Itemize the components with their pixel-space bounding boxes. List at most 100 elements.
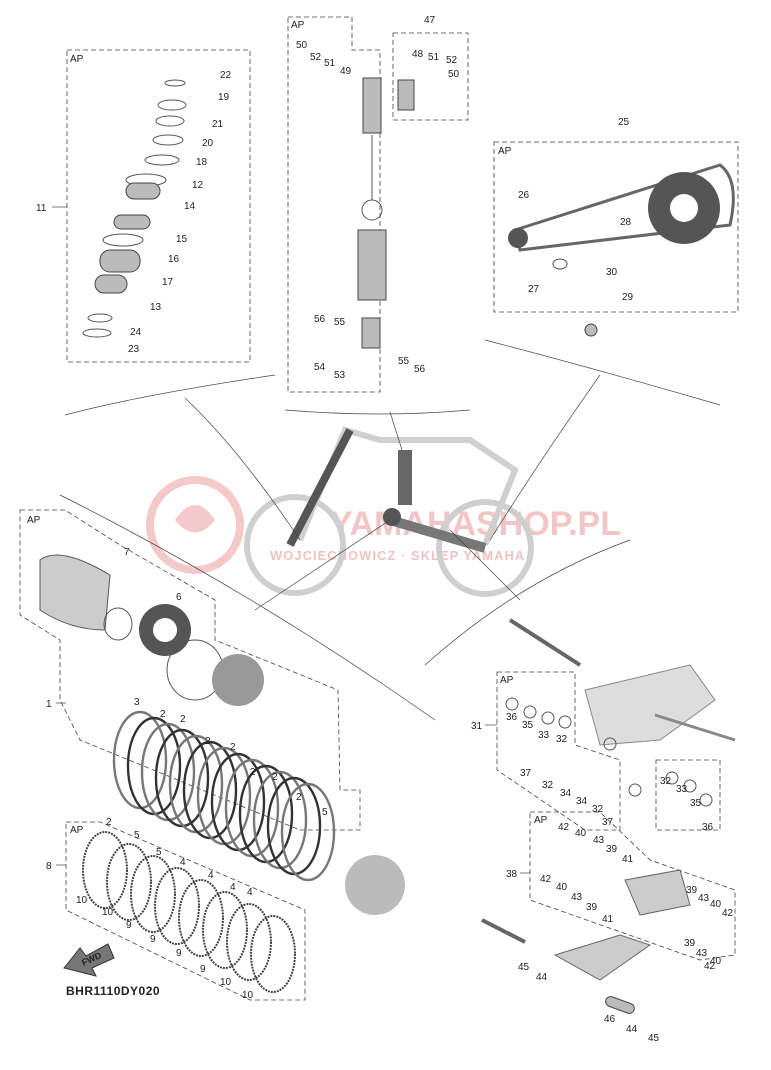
- swingarm-group-box: [496, 671, 621, 831]
- rear-wheel: [436, 499, 534, 597]
- link-callout-39: 39: [606, 844, 618, 855]
- front-wheel: [244, 494, 346, 596]
- chain-callout-30: 30: [606, 267, 618, 278]
- chain-callout-29: 29: [622, 292, 634, 303]
- chain-tag: AP: [498, 146, 512, 157]
- friction-plate-stack: [82, 831, 296, 993]
- fwd-arrow: FWD: [63, 943, 115, 977]
- friction-plate: [106, 843, 152, 921]
- swingarm-callout-32: 32: [542, 780, 554, 791]
- swingarm-callout-33: 33: [538, 730, 550, 741]
- swingarm-sub-box: [655, 759, 721, 831]
- link-callout-42: 42: [540, 874, 552, 885]
- clutch-parts: [39, 554, 405, 915]
- shock-callout-55: 55: [398, 356, 410, 367]
- swingarm-callout-35: 35: [522, 720, 534, 731]
- chain-callout-28: 28: [620, 217, 632, 228]
- swingarm-ring: [505, 697, 519, 711]
- link-tag: AP: [534, 815, 548, 826]
- friction-plate: [82, 831, 128, 909]
- chain-callout-26: 26: [518, 190, 530, 201]
- clutch-callout-2: 2: [230, 742, 236, 753]
- shock-group-box: [287, 16, 381, 393]
- friction-callout-9: 9: [150, 934, 156, 945]
- friction-callout-10: 10: [76, 895, 88, 906]
- chain-parts: [508, 163, 735, 337]
- diagram-code: BHR1110DY020: [66, 984, 160, 998]
- swingarm-callout-36: 36: [702, 822, 714, 833]
- shock-sub-ref: 47: [424, 15, 436, 26]
- clutch-callout-5: 5: [322, 807, 328, 818]
- link-callout-42: 42: [704, 961, 716, 972]
- clutch-callout-2: 2: [160, 709, 166, 720]
- link-group-box: [529, 811, 736, 961]
- clutch-plate-stack: [112, 710, 336, 882]
- swingarm-parts: [505, 618, 736, 807]
- swingarm-tag: AP: [500, 675, 514, 686]
- friction-plate: [178, 879, 224, 957]
- steering-callout-18: 18: [196, 157, 208, 168]
- steering-group-box: [66, 49, 251, 363]
- friction-callout-9: 9: [176, 948, 182, 959]
- shock-callout-49: 49: [340, 66, 352, 77]
- link-callout-40: 40: [710, 899, 722, 910]
- steering-callout-19: 19: [218, 92, 230, 103]
- friction-callout-9: 9: [126, 920, 132, 931]
- link-callout-42: 42: [722, 908, 734, 919]
- swingarm-body: [388, 515, 487, 553]
- link-callout-39: 39: [684, 938, 696, 949]
- shock-callout-52: 52: [310, 52, 322, 63]
- swingarm-callout-37: 37: [520, 768, 532, 779]
- steering-callout-22: 22: [220, 70, 232, 81]
- link-callout-39: 39: [586, 902, 598, 913]
- clutch-callout-4: 4: [180, 857, 186, 868]
- chain-ref: 25: [618, 117, 630, 128]
- shock_sub-callout-52: 52: [446, 55, 458, 66]
- swingarm-ring: [628, 783, 642, 797]
- steering-parts: [82, 79, 187, 338]
- swingarm-ring: [523, 705, 537, 719]
- shock-callout-54: 54: [314, 362, 326, 373]
- steering-ref: 11: [36, 203, 47, 214]
- chain-group-box: [493, 141, 739, 313]
- link-callout-40: 40: [710, 956, 722, 967]
- steering-callout-21: 21: [212, 119, 224, 130]
- steering-callout-13: 13: [150, 302, 162, 313]
- swingarm-ring: [683, 779, 697, 793]
- swingarm-callout-34: 34: [560, 788, 572, 799]
- link-callout-43: 43: [698, 893, 710, 904]
- friction-tag: AP: [70, 825, 84, 836]
- link-callout-41: 41: [602, 914, 614, 925]
- swingarm-callout-37: 37: [602, 817, 614, 828]
- swingarm-ring: [558, 715, 572, 729]
- link-callout-41: 41: [622, 854, 634, 865]
- shock-parts: [357, 77, 415, 349]
- swingarm-callout-35: 35: [690, 798, 702, 809]
- shock-tag: AP: [291, 20, 305, 31]
- clutch-location: [383, 508, 401, 526]
- steering-callout-20: 20: [202, 138, 214, 149]
- link-callout-40: 40: [556, 882, 568, 893]
- clutch-plate: [280, 782, 336, 882]
- clutch-callout-5: 5: [156, 847, 162, 858]
- friction-callout-9: 9: [200, 964, 206, 975]
- clutch-callout-4: 4: [247, 887, 253, 898]
- link-callout-44: 44: [626, 1024, 638, 1035]
- swingarm-callout-34: 34: [576, 796, 588, 807]
- friction-plate: [130, 855, 176, 933]
- clutch-callout-3: 3: [134, 697, 140, 708]
- watermark-sub: WOJCIECHOWICZ · SKLEP YAMAHA: [270, 548, 525, 563]
- friction-callout-10: 10: [102, 907, 114, 918]
- swingarm-ring: [699, 793, 713, 807]
- shock_sub-callout-51: 51: [428, 52, 440, 63]
- swingarm-callout-36: 36: [506, 712, 518, 723]
- clutch-callout-2: 2: [180, 714, 186, 725]
- friction-ref: 8: [46, 861, 52, 872]
- link-callout-42: 42: [558, 822, 570, 833]
- shock-callout-53: 53: [334, 370, 346, 381]
- clutch-callout-2: 2: [296, 792, 302, 803]
- clutch-callout-6: 6: [176, 592, 182, 603]
- swingarm-ring: [541, 711, 555, 725]
